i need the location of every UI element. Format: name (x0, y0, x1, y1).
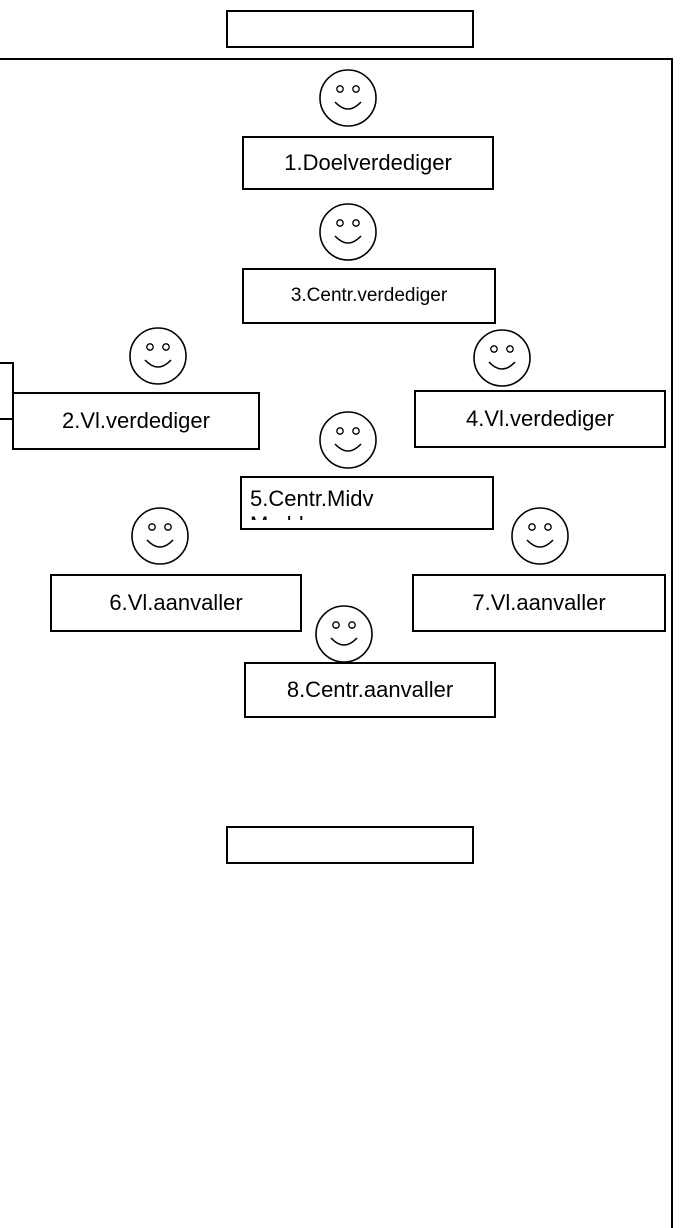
smiley-face-icon (473, 329, 531, 387)
player-label-text-wrap: 5.Centr.Midv Mvddv... (250, 486, 374, 520)
player-label-overflow-text: Mvddv... (250, 512, 374, 520)
player-label-8: 8.Centr.aanvaller (244, 662, 496, 718)
player-label-text: 4.Vl.verdediger (466, 406, 614, 431)
left-side-bracket (0, 362, 14, 420)
player-label-text: 5.Centr.Midv (250, 486, 374, 511)
player-label-text: 7.Vl.aanvaller (472, 590, 606, 615)
smiley-face-icon (319, 411, 377, 469)
bottom-goal-box (226, 826, 474, 864)
smiley-face-icon (511, 507, 569, 565)
player-label-3: 3.Centr.verdediger (242, 268, 496, 324)
player-label-text: 1.Doelverdediger (284, 150, 452, 175)
player-label-2: 2.Vl.verdediger (12, 392, 260, 450)
player-label-text: 3.Centr.verdediger (290, 285, 448, 306)
player-label-6: 6.Vl.aanvaller (50, 574, 302, 632)
smiley-face-icon (315, 605, 373, 663)
player-label-4: 4.Vl.verdediger (414, 390, 666, 448)
player-label-7: 7.Vl.aanvaller (412, 574, 666, 632)
smiley-face-icon (131, 507, 189, 565)
player-label-text: 8.Centr.aanvaller (286, 677, 454, 702)
smiley-face-icon (129, 327, 187, 385)
smiley-face-icon (319, 69, 377, 127)
player-label-text: 2.Vl.verdediger (62, 408, 210, 433)
player-label-1: 1.Doelverdediger (242, 136, 494, 190)
field-outline (0, 58, 673, 1228)
smiley-face-icon (319, 203, 377, 261)
player-label-5: 5.Centr.Midv Mvddv... (240, 476, 494, 530)
top-goal-box (226, 10, 474, 48)
player-label-text: 6.Vl.aanvaller (109, 590, 243, 615)
